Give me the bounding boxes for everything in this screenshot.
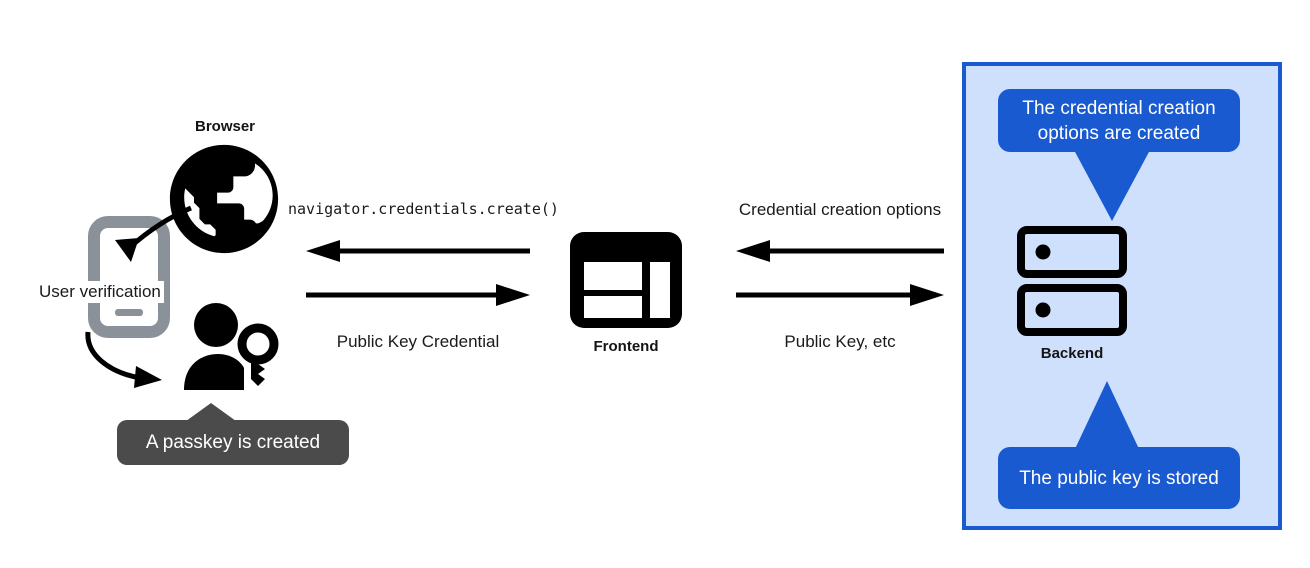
right-flow-top-label: Credential creation options [738, 200, 942, 219]
arrow-frontend-to-browser [306, 240, 530, 262]
left-flow-top-label: navigator.credentials.create() [288, 200, 559, 218]
user-verification-label: User verification [36, 281, 164, 303]
credential-options-callout: The credential creation options are crea… [998, 89, 1240, 221]
passkey-created-callout-text: A passkey is created [117, 420, 349, 465]
backend-label: Backend [1040, 345, 1104, 362]
public-key-stored-callout: The public key is stored [998, 381, 1240, 509]
arrow-backend-to-frontend [736, 240, 944, 262]
arrow-device-to-user [78, 330, 203, 392]
right-flow-bottom-label: Public Key, etc [784, 332, 896, 351]
frontend-label: Frontend [593, 338, 659, 355]
credential-options-callout-text: The credential creation options are crea… [998, 89, 1240, 152]
arrow-browser-to-frontend [306, 284, 530, 306]
web-layout-icon [568, 230, 684, 330]
arrow-browser-to-device [95, 200, 205, 275]
left-flow-bottom-label: Public Key Credential [336, 332, 500, 351]
phone-icon [88, 216, 170, 338]
arrow-frontend-to-backend [736, 284, 944, 306]
public-key-stored-callout-text: The public key is stored [998, 447, 1240, 509]
passkey-created-callout: A passkey is created [117, 403, 349, 465]
person-with-key-icon [182, 302, 282, 394]
globe-icon [165, 140, 283, 258]
browser-label: Browser [194, 118, 256, 135]
server-rack-icon [1017, 226, 1127, 338]
